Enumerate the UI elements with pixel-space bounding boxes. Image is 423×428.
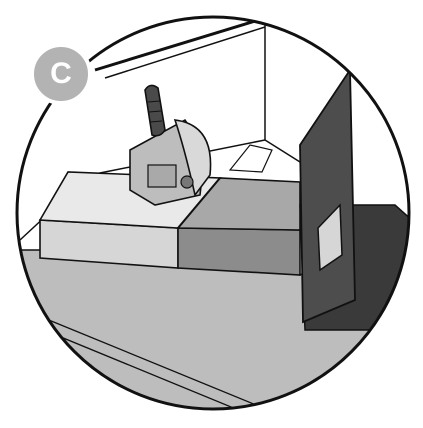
step-badge: C xyxy=(30,43,92,105)
slab-right-face xyxy=(178,228,300,275)
tool-side-detail xyxy=(148,165,176,187)
tool-knob xyxy=(181,176,193,188)
step-label: C xyxy=(50,59,72,89)
